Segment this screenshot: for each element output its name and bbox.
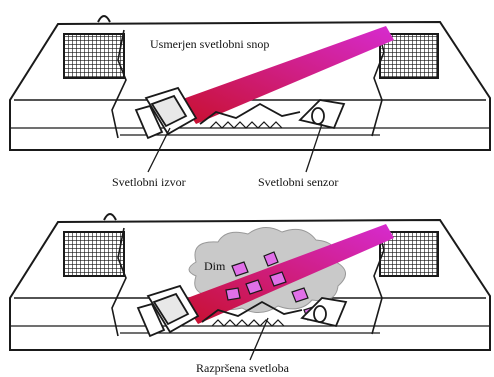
beam-label: Usmerjen svetlobni snop bbox=[150, 37, 269, 51]
scattered-light-label: Razpršena svetloba bbox=[196, 361, 290, 375]
light-sensor-label: Svetlobni senzor bbox=[258, 175, 338, 189]
left-vent-grille bbox=[64, 232, 124, 276]
particle bbox=[226, 288, 240, 300]
smoke-label: Dim bbox=[204, 259, 226, 273]
left-vent-grille bbox=[64, 34, 124, 78]
light-source-label: Svetlobni izvor bbox=[112, 175, 186, 189]
